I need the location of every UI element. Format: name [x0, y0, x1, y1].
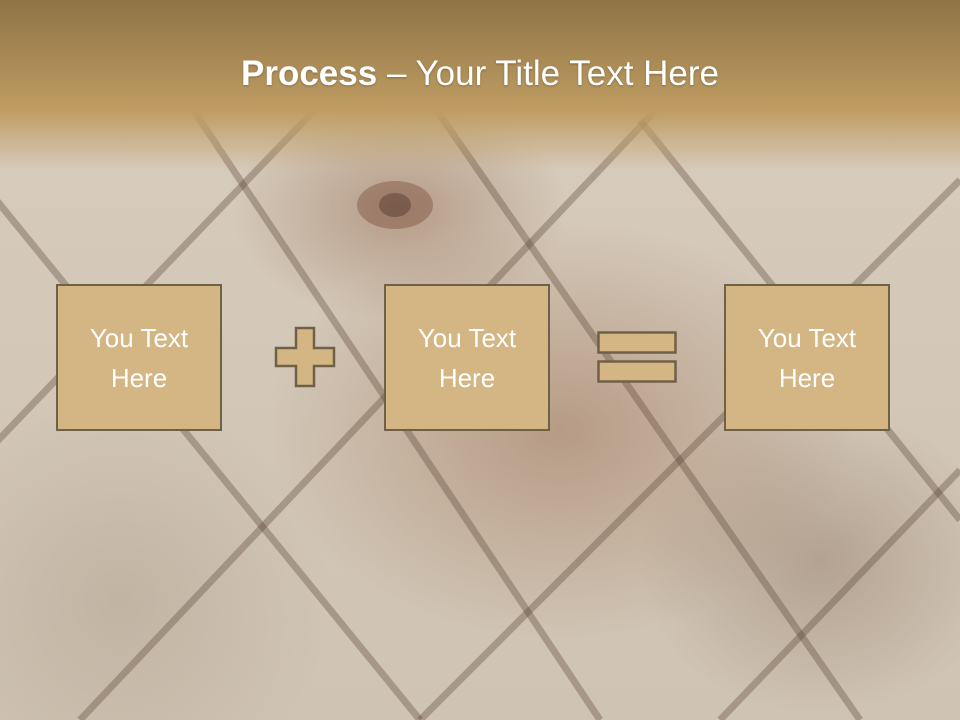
slide-title: Process – Your Title Text Here: [0, 52, 960, 96]
title-bold-part: Process: [241, 54, 378, 93]
plus-icon: [274, 326, 336, 388]
title-rest-part: – Your Title Text Here: [377, 54, 719, 93]
process-box-1-text: You Text Here: [90, 318, 188, 398]
equals-icon: [597, 331, 677, 383]
process-box-1[interactable]: You Text Here: [56, 284, 222, 431]
title-band: [0, 0, 960, 170]
process-box-2-line2: Here: [438, 362, 496, 393]
process-box-3-line2: Here: [778, 362, 836, 393]
process-box-2-line1: You Text: [417, 322, 517, 353]
process-box-3-text: You Text Here: [758, 318, 856, 398]
process-box-1-line1: You Text: [89, 322, 189, 353]
process-box-2-text: You Text Here: [418, 318, 516, 398]
process-box-3-line1: You Text: [757, 322, 857, 353]
process-box-2[interactable]: You Text Here: [384, 284, 550, 431]
process-box-3[interactable]: You Text Here: [724, 284, 890, 431]
process-box-1-line2: Here: [110, 362, 168, 393]
